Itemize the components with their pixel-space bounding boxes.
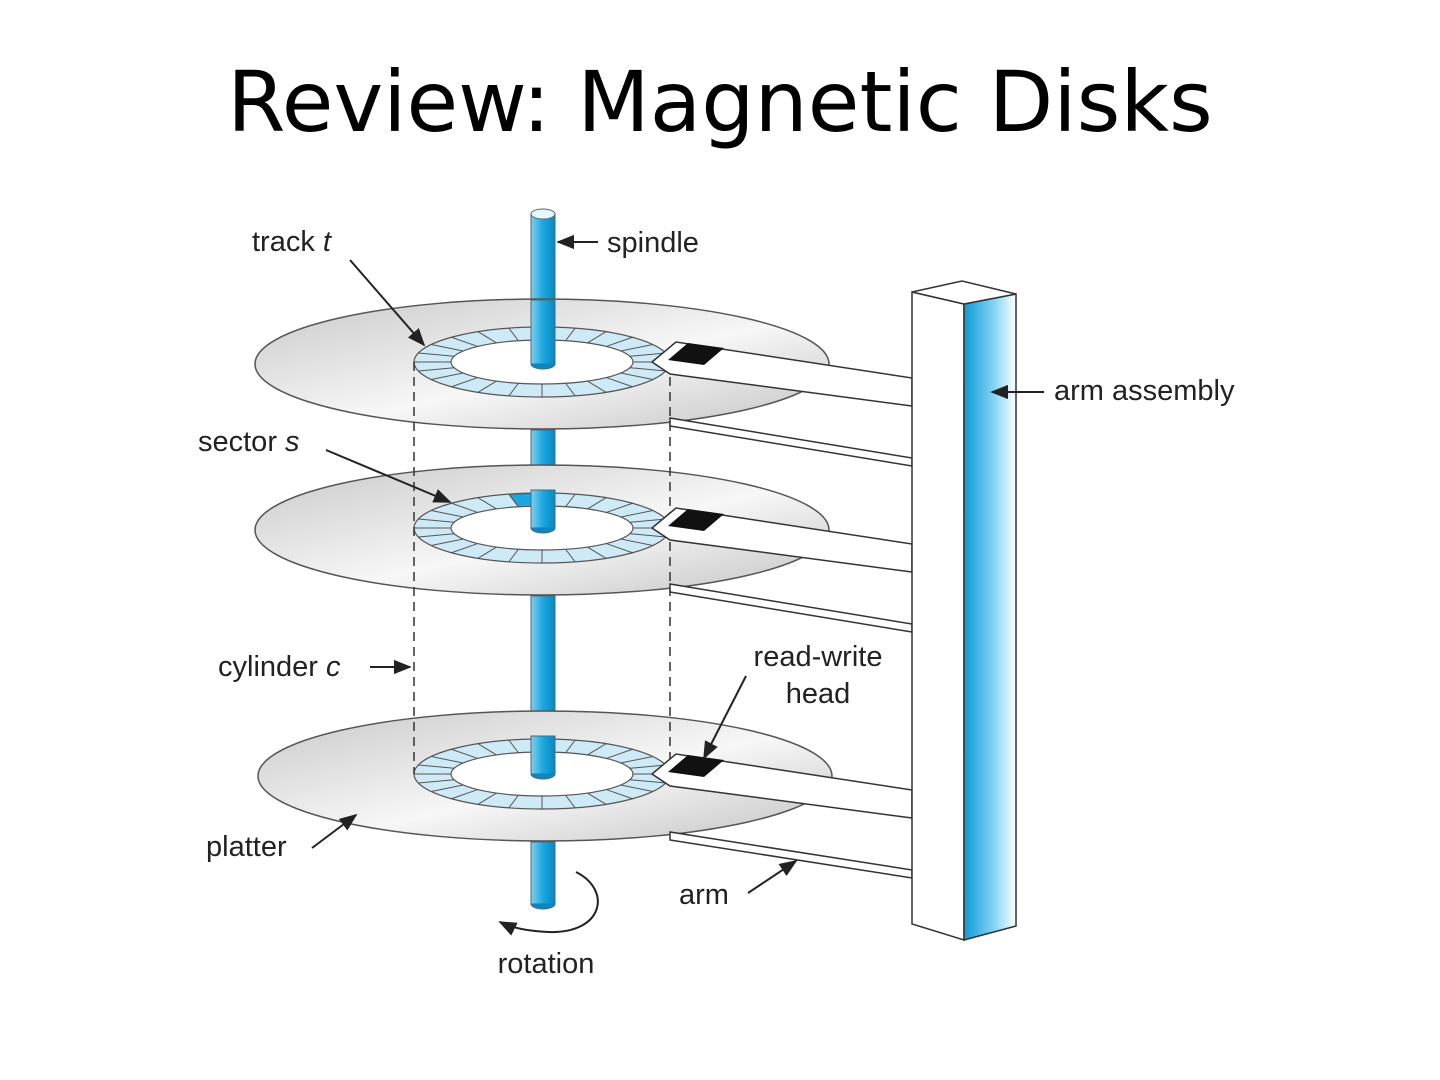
rotation-arrow (498, 871, 599, 936)
track-sector-divider (451, 377, 478, 388)
track-sector-divider (508, 794, 519, 809)
track-sector-divider (431, 344, 464, 352)
track-sector-divider (620, 372, 653, 380)
platter-middle (254, 464, 830, 596)
track-sector-divider (508, 493, 519, 508)
read-write-head-label-line1: read-write (754, 641, 883, 673)
track-sector-divider (451, 789, 478, 800)
platter-top (254, 298, 830, 430)
arm-assembly-label: arm assembly (1054, 375, 1235, 407)
read-write-head-label-line2: head (786, 678, 851, 710)
track-sector-divider (587, 331, 607, 344)
platter-bottom (257, 710, 833, 842)
track-sector-divider (629, 367, 666, 372)
platter-label: platter (206, 831, 287, 863)
read-write-heads (668, 343, 724, 777)
label-pointers (311, 234, 1044, 894)
track-sector-divider (620, 510, 653, 518)
track-sector-divider (629, 779, 666, 784)
track-pointer (349, 259, 426, 347)
track-sector-divider (587, 743, 607, 756)
track-sector-divider (606, 748, 633, 759)
track-sector-divider (508, 548, 519, 563)
track-sector-divider (477, 331, 497, 344)
track-sector-divider (606, 336, 633, 347)
track-sector-divider (620, 784, 653, 792)
slide-title: Review: Magnetic Disks (227, 53, 1213, 151)
track-sector-divider (606, 502, 633, 513)
track-sector-divider (451, 543, 478, 554)
track-sector-divider (451, 336, 478, 347)
track-sector-divider (477, 546, 497, 559)
track-sector-divider (431, 756, 464, 764)
track-sector-divider (629, 764, 666, 769)
track-sector-divider (418, 533, 455, 538)
track-label: track t (252, 226, 333, 258)
platter-pointer (311, 813, 358, 849)
track-sector-divider (565, 794, 576, 809)
track-sector-divider (587, 792, 607, 805)
cylinder-outline (413, 362, 671, 774)
track-sector-divider (451, 748, 478, 759)
arm-label: arm (679, 879, 729, 911)
rotation-label: rotation (498, 948, 595, 980)
track-sector-divider (565, 739, 576, 754)
track-sector-divider (418, 367, 455, 372)
track-sector-divider (418, 779, 455, 784)
track-sector-divider (587, 546, 607, 559)
track-sector-divider (418, 352, 455, 357)
track-sector-divider (565, 382, 576, 397)
track-sector-divider (620, 756, 653, 764)
track-sector-divider (587, 497, 607, 510)
track-sector-divider (477, 743, 497, 756)
track-sector-divider (431, 510, 464, 518)
track-sector-divider (477, 497, 497, 510)
track-sector-divider (620, 344, 653, 352)
track-sector-divider (606, 543, 633, 554)
track-sector-divider (629, 352, 666, 357)
arms (669, 417, 913, 879)
track-sector-divider (606, 377, 633, 388)
track-sector-divider (508, 739, 519, 754)
arm-assembly-column (911, 280, 1017, 942)
track-sector-divider (606, 789, 633, 800)
track-sector-divider (587, 380, 607, 393)
track-sector-divider (508, 382, 519, 397)
track-sector-divider (451, 502, 478, 513)
track-sector-divider (431, 784, 464, 792)
track-sector-divider (418, 764, 455, 769)
sector-pointer (325, 449, 452, 503)
track-sector-divider (565, 548, 576, 563)
cylinder-label: cylinder c (218, 651, 341, 683)
spindle-label: spindle (607, 227, 699, 259)
track-sector-divider (508, 327, 519, 342)
track-sector-divider (477, 792, 497, 805)
track-sector-divider (629, 518, 666, 523)
arm-pointer (747, 860, 798, 894)
track-sector-divider (565, 327, 576, 342)
track-sector-divider (431, 372, 464, 380)
track-sector-divider (620, 538, 653, 546)
track-sector-divider (477, 380, 497, 393)
sector-label: sector s (198, 426, 300, 458)
track-sector-divider (418, 518, 455, 523)
read-write-head-pointer (703, 675, 747, 760)
track-sector-divider (629, 533, 666, 538)
track-sector-divider (565, 493, 576, 508)
track-sector-divider (431, 538, 464, 546)
